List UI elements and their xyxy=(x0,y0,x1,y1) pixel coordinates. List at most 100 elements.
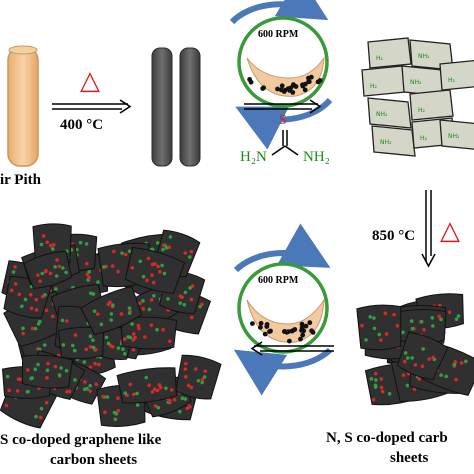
mill-ball xyxy=(310,330,316,335)
dopant-dot xyxy=(88,383,93,388)
dopant-dot xyxy=(45,368,50,373)
dopant-dot xyxy=(178,294,183,299)
dopant-dot xyxy=(373,384,378,389)
dopant-dot xyxy=(153,262,157,266)
dopant-dot xyxy=(59,366,63,370)
dopant-dot xyxy=(116,269,120,274)
sheet-amine-label: NH₂ xyxy=(448,133,460,140)
rpm-label-1: 600 RPM xyxy=(258,29,299,40)
dopant-dot xyxy=(413,363,418,367)
mill-ball xyxy=(299,321,305,327)
dopant-dot xyxy=(60,318,65,323)
dopant-dot xyxy=(150,390,155,394)
dopant-dot xyxy=(88,345,93,349)
dopant-dot xyxy=(447,310,452,315)
dopant-s: S xyxy=(279,113,287,128)
doped-graphene-sheets xyxy=(0,223,222,429)
dopant-dot xyxy=(185,406,190,411)
dopant-dot xyxy=(38,415,43,420)
carbon-sheet xyxy=(361,65,406,97)
doped-sheet-body xyxy=(23,250,73,289)
dopant-dot xyxy=(167,245,172,250)
dopant-dot xyxy=(67,389,72,394)
dopant-dot xyxy=(196,378,201,383)
dopant-dot xyxy=(172,397,177,402)
mill-ball xyxy=(290,90,296,95)
dopant-dot xyxy=(403,359,407,364)
dopant-dot xyxy=(82,387,87,392)
mill-ball xyxy=(292,327,298,332)
dopant-dot xyxy=(25,368,30,372)
pith-rod xyxy=(7,45,39,167)
dopant-dot xyxy=(166,297,170,301)
dopant-dot xyxy=(91,338,95,343)
dopant-dot xyxy=(439,373,443,377)
carbon-sheet xyxy=(371,125,416,157)
dopant-dot xyxy=(127,306,132,310)
dopant-dot xyxy=(200,377,205,382)
dopant-dot xyxy=(84,242,89,246)
dopant-dot xyxy=(168,339,172,344)
dopant-dot xyxy=(160,263,164,268)
dopant-dot xyxy=(146,256,151,261)
mill-ball xyxy=(303,323,309,329)
dopant-dot xyxy=(395,324,400,328)
dopant-dot xyxy=(161,247,165,252)
dopant-dot xyxy=(33,367,38,372)
doped-sheet xyxy=(116,367,178,404)
dopant-dot xyxy=(202,375,207,379)
dopant-dot xyxy=(111,303,115,307)
dopant-dot xyxy=(123,391,128,395)
dopant-dot xyxy=(13,282,18,286)
dopant-dot xyxy=(409,319,414,323)
dopant-dot xyxy=(96,280,100,284)
dopant-dot xyxy=(147,383,151,388)
sheet-amine-label: H₂ xyxy=(370,83,378,90)
dopant-dot xyxy=(72,348,77,353)
dopant-dot xyxy=(88,365,93,370)
dopant-dot xyxy=(188,286,192,290)
dopant-dot xyxy=(380,389,385,394)
doped-carbon-sheets xyxy=(356,293,474,406)
dopant-dot xyxy=(36,322,41,326)
mill-ball xyxy=(282,329,287,334)
mill-ball xyxy=(298,336,303,342)
heat-symbol-1: △ xyxy=(80,66,100,95)
carbon-sheet xyxy=(367,97,412,129)
dopant-dot xyxy=(138,259,143,264)
mill-ball xyxy=(247,77,253,82)
dopant-dot xyxy=(158,385,163,390)
dopant-dot xyxy=(405,383,410,388)
dopant-dot xyxy=(152,387,157,392)
mixing-arrow xyxy=(244,99,322,114)
rpm-label-2: 600 RPM xyxy=(258,275,299,286)
dopant-dot xyxy=(103,410,107,415)
dopant-dot xyxy=(116,346,121,350)
dopant-dot xyxy=(85,272,90,277)
mill-ball xyxy=(275,86,280,92)
dopant-dot xyxy=(431,355,435,360)
dopant-dot xyxy=(379,338,383,342)
dopant-dot xyxy=(150,273,154,277)
dopant-dot xyxy=(189,315,194,320)
doped-sheet xyxy=(57,326,105,360)
ball-mill-2 xyxy=(233,223,333,396)
dopant-dot xyxy=(21,331,25,336)
dopant-dot xyxy=(88,389,92,393)
dopant-dot xyxy=(131,392,136,397)
dopant-dot xyxy=(161,327,165,332)
mill-ball xyxy=(306,75,311,81)
dopant-dot xyxy=(137,301,142,306)
dopant-dot xyxy=(88,334,93,339)
dopant-dot xyxy=(383,311,388,316)
dopant-dot xyxy=(149,323,154,327)
dopant-dot xyxy=(189,297,194,302)
final-label-line2: carbon sheets xyxy=(50,452,138,468)
dopant-dot xyxy=(13,265,17,269)
dopant-dot xyxy=(184,361,188,366)
dopant-dot xyxy=(377,332,382,337)
dopant-dot xyxy=(131,332,136,336)
thiourea-structure xyxy=(271,130,299,156)
dopant-dot xyxy=(130,322,134,326)
dopant-dot xyxy=(422,327,426,332)
